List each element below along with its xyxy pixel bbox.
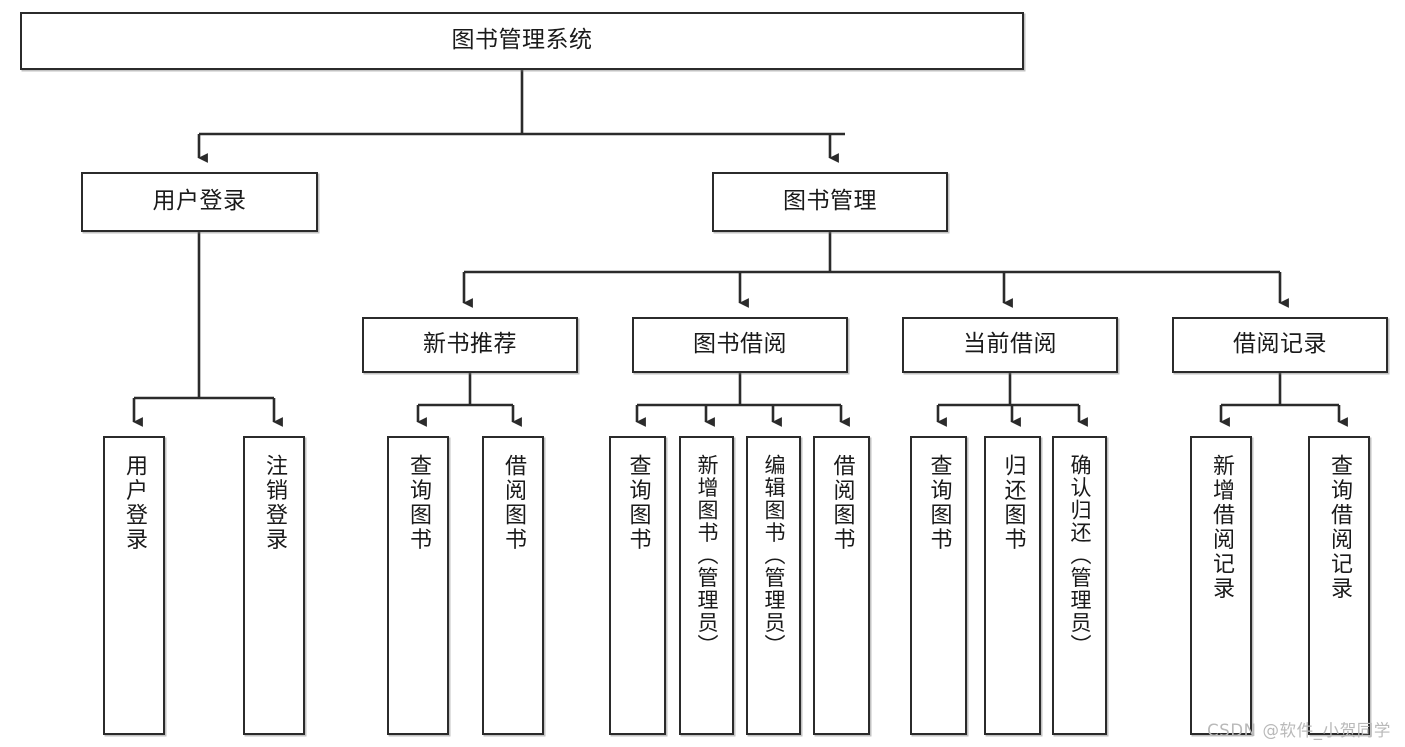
node-leaf-query-book-3[interactable]: 查询图书 <box>910 436 967 735</box>
node-leaf-query-record-label: 查询借阅记录 <box>1327 454 1352 601</box>
node-leaf-edit-book[interactable]: 编辑图书（管理员） <box>746 436 801 735</box>
node-current-borrow[interactable]: 当前借阅 <box>902 317 1118 373</box>
node-leaf-user-logout[interactable]: 注销登录 <box>243 436 305 735</box>
node-leaf-borrow-book-2-label: 借阅图书 <box>829 454 855 552</box>
node-leaf-edit-book-label: 编辑图书（管理员） <box>762 454 786 657</box>
node-leaf-borrow-book-1[interactable]: 借阅图书 <box>482 436 544 735</box>
node-leaf-query-book-2[interactable]: 查询图书 <box>609 436 666 735</box>
watermark: CSDN @软件_小贺同学 <box>1207 721 1391 740</box>
node-user-login-label: 用户登录 <box>152 188 247 215</box>
node-user-login[interactable]: 用户登录 <box>81 172 318 232</box>
node-leaf-query-record[interactable]: 查询借阅记录 <box>1308 436 1370 735</box>
node-current-borrow-label: 当前借阅 <box>963 331 1057 358</box>
node-leaf-return-book[interactable]: 归还图书 <box>984 436 1041 735</box>
node-leaf-confirm-return[interactable]: 确认归还（管理员） <box>1052 436 1107 735</box>
node-book-borrow-label: 图书借阅 <box>693 331 787 358</box>
node-book-manage-label: 图书管理 <box>783 188 877 215</box>
node-root-label: 图书管理系统 <box>451 27 593 54</box>
node-book-manage[interactable]: 图书管理 <box>712 172 948 232</box>
node-leaf-return-book-label: 归还图书 <box>1000 454 1026 552</box>
node-leaf-user-logout-label: 注销登录 <box>262 454 287 552</box>
node-leaf-query-book-3-label: 查询图书 <box>926 454 952 552</box>
node-leaf-borrow-book-1-label: 借阅图书 <box>501 454 526 552</box>
node-new-book-recommend-label: 新书推荐 <box>423 331 517 358</box>
node-leaf-query-book-1-label: 查询图书 <box>406 454 431 552</box>
node-borrow-record[interactable]: 借阅记录 <box>1172 317 1388 373</box>
node-root[interactable]: 图书管理系统 <box>20 12 1024 70</box>
node-leaf-borrow-book-2[interactable]: 借阅图书 <box>813 436 870 735</box>
node-new-book-recommend[interactable]: 新书推荐 <box>362 317 578 373</box>
node-book-borrow[interactable]: 图书借阅 <box>632 317 848 373</box>
node-leaf-confirm-return-label: 确认归还（管理员） <box>1068 454 1092 657</box>
node-leaf-query-book-1[interactable]: 查询图书 <box>387 436 449 735</box>
node-leaf-user-login-label: 用户登录 <box>122 454 147 552</box>
node-leaf-add-record[interactable]: 新增借阅记录 <box>1190 436 1252 735</box>
node-leaf-add-record-label: 新增借阅记录 <box>1209 454 1234 601</box>
node-leaf-user-login[interactable]: 用户登录 <box>103 436 165 735</box>
node-leaf-query-book-2-label: 查询图书 <box>625 454 651 552</box>
node-borrow-record-label: 借阅记录 <box>1233 331 1327 358</box>
node-leaf-add-book-label: 新增图书（管理员） <box>695 454 719 657</box>
node-leaf-add-book[interactable]: 新增图书（管理员） <box>679 436 734 735</box>
